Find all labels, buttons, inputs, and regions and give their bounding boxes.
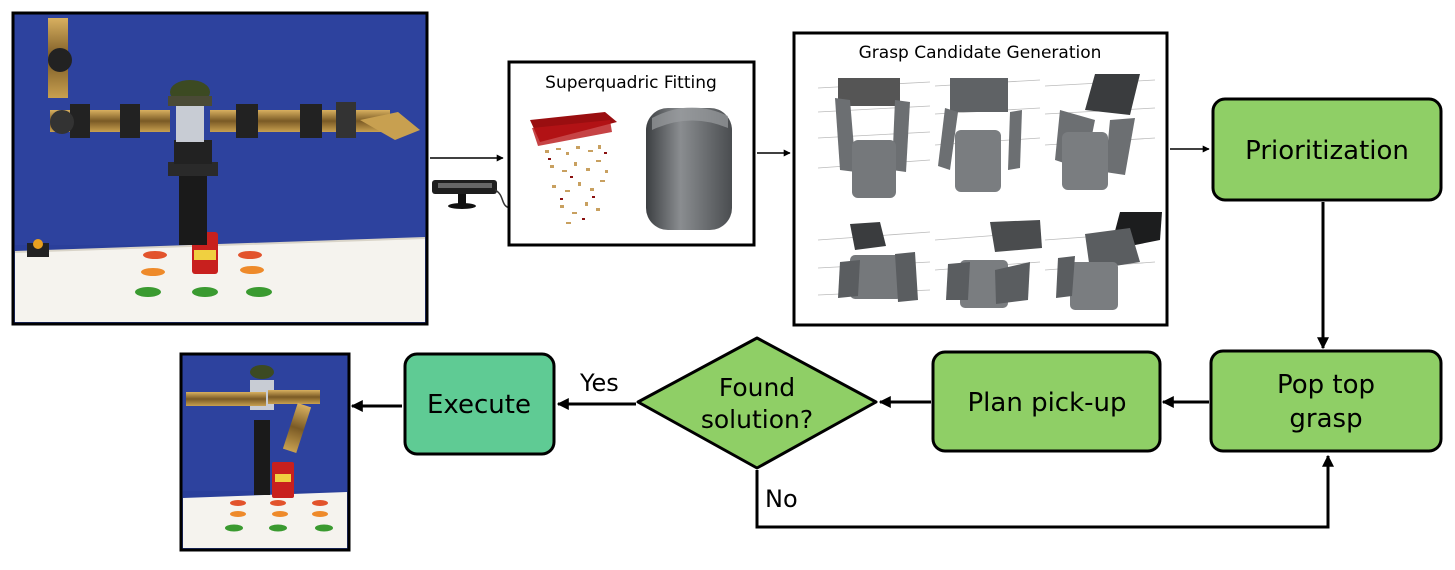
grasp-candidate-1	[835, 78, 910, 198]
grasp-candidate-generation-box: Grasp Candidate Generation	[792, 31, 1169, 327]
superquadric-fitting-label: Superquadric Fitting	[545, 73, 717, 93]
point-cloud-image	[530, 112, 617, 224]
found-solution-decision: Found solution?	[636, 336, 878, 470]
decision-line1: Found	[719, 373, 795, 402]
arrow-no-loop-back	[755, 454, 1334, 529]
superquadric-shape	[646, 107, 732, 230]
prioritization-label: Prioritization	[1245, 136, 1409, 166]
grasp-candidate-3	[1055, 74, 1140, 190]
no-label: No	[765, 485, 798, 513]
plan-pick-up-label: Plan pick-up	[967, 388, 1126, 418]
grasp-candidate-2	[938, 78, 1022, 192]
yes-label: Yes	[579, 369, 619, 397]
grasp-candidate-6	[1056, 212, 1162, 310]
grasp-generation-label: Grasp Candidate Generation	[859, 43, 1102, 63]
grasp-candidate-4	[838, 222, 918, 302]
execute-box: Execute	[403, 352, 556, 456]
pop-top-grasp-box: Pop top grasp	[1209, 349, 1443, 453]
prioritization-box: Prioritization	[1211, 97, 1443, 202]
robot-photo	[11, 11, 429, 326]
grasp-candidate-5	[946, 220, 1042, 308]
pop-top-grasp-line2: grasp	[1289, 404, 1362, 434]
result-photo	[179, 352, 351, 552]
decision-line2: solution?	[701, 405, 813, 434]
superquadric-fitting-box: Superquadric Fitting	[507, 60, 756, 247]
kinect-sensor	[432, 180, 511, 209]
plan-pick-up-box: Plan pick-up	[931, 350, 1162, 453]
execute-label: Execute	[427, 390, 531, 420]
pop-top-grasp-line1: Pop top	[1277, 370, 1375, 400]
